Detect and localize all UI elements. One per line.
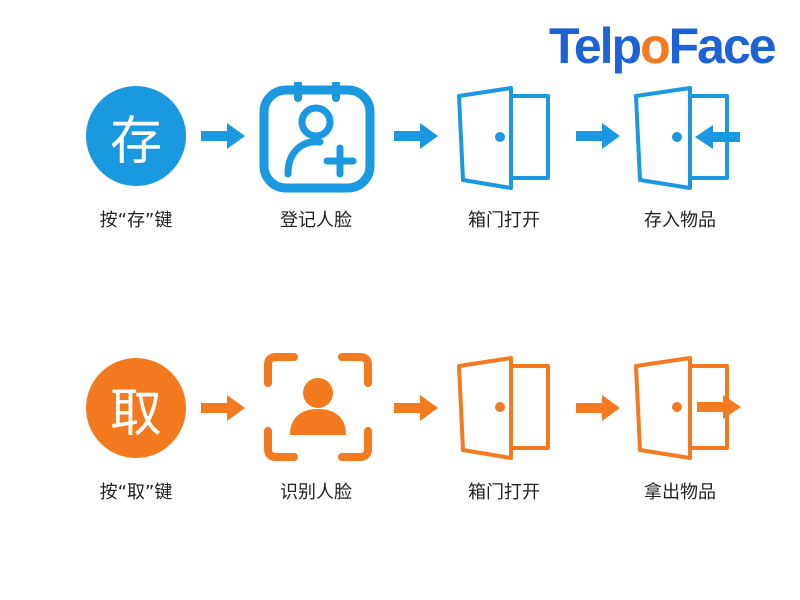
arrow-right-icon <box>201 395 245 421</box>
door-withdraw-icon <box>634 356 741 460</box>
store-key-char: 存 <box>86 86 186 186</box>
step-label: 按“取”键 <box>99 482 173 503</box>
arrow-right-icon <box>576 395 620 421</box>
step-label: 箱门打开 <box>468 210 540 231</box>
telpoface-logo: TelpoFace <box>549 18 777 74</box>
step-label: 登记人脸 <box>280 210 352 231</box>
door-open-icon <box>457 86 550 190</box>
arrow-right-icon <box>394 123 438 149</box>
store-key-icon: 存 <box>86 86 186 186</box>
retrieve-key-icon: 取 <box>86 358 186 458</box>
door-deposit-icon <box>634 86 740 190</box>
recognize-face-icon <box>264 353 372 461</box>
retrieve-key-char: 取 <box>86 358 186 458</box>
arrow-right-icon <box>576 123 620 149</box>
door-open-icon <box>457 356 550 460</box>
step-label: 按“存”键 <box>99 210 173 231</box>
register-face-icon <box>259 82 375 193</box>
step-label: 存入物品 <box>644 210 716 231</box>
arrow-right-icon <box>201 123 245 149</box>
step-label: 箱门打开 <box>468 482 540 503</box>
step-label: 识别人脸 <box>280 482 352 503</box>
arrow-right-icon <box>394 395 438 421</box>
step-label: 拿出物品 <box>644 482 716 503</box>
